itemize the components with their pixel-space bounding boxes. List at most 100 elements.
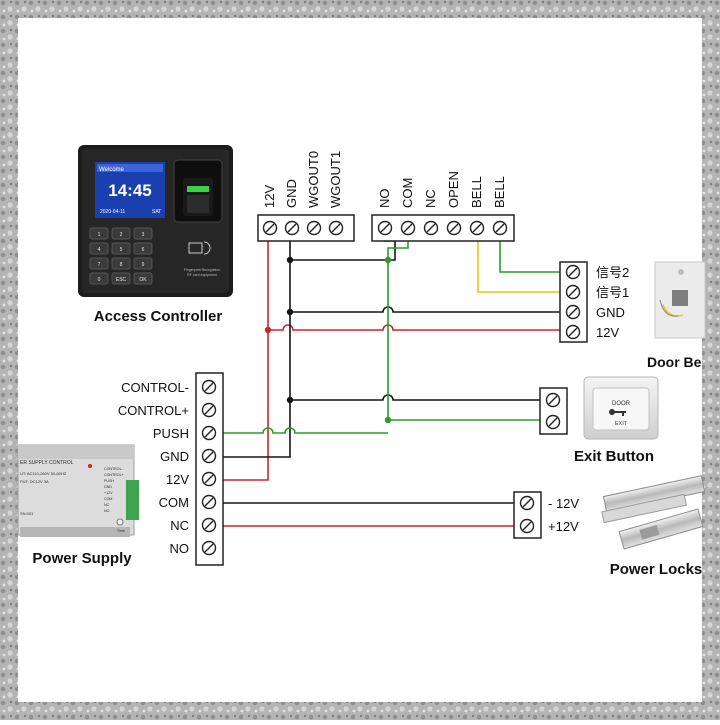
keypad-key-label: 8 <box>120 262 123 268</box>
junction-dot <box>286 396 294 404</box>
keypad-key: ESC <box>111 272 131 285</box>
psu-side-label: NO <box>104 509 110 513</box>
keypad-key: 7 <box>89 257 109 270</box>
wire-green-bell <box>499 228 560 273</box>
reader-text-1: Fingerprint Recognition <box>184 268 220 272</box>
wire-red-12v-controller <box>220 228 269 481</box>
junction-dot <box>286 308 294 316</box>
junction-dot <box>264 326 272 334</box>
psu-side-label: CONTROL+ <box>104 473 124 477</box>
doorbell-label: Door Be <box>647 354 702 370</box>
keypad-key: 6 <box>133 242 153 255</box>
power-supply-device: ER SUPPLY CONTROL UT: AC110-260V 50-60HZ… <box>17 444 139 537</box>
terminal-label: GND <box>284 179 299 208</box>
terminal-screw-icon <box>565 284 581 300</box>
terminal-label: NO <box>170 541 190 556</box>
terminal-screw-icon <box>519 518 535 534</box>
terminal-label: COM <box>400 178 415 208</box>
terminal-label: COM <box>159 495 189 510</box>
psu-green-terminal <box>126 480 139 520</box>
keypad-key-label: 1 <box>98 232 101 238</box>
terminal-label: NC <box>423 189 438 208</box>
terminal-label: NO <box>377 189 392 209</box>
psu-side-label: PUSH <box>104 479 114 483</box>
electric-strike-lock-device <box>618 508 704 550</box>
terminal-screw-icon <box>306 220 322 236</box>
psu-time-label: Time <box>117 529 125 533</box>
exit-button-door-text: DOOR <box>612 401 631 407</box>
keypad-key: 4 <box>89 242 109 255</box>
psu-led-icon <box>88 464 92 468</box>
terminal-screw-icon <box>377 220 393 236</box>
keypad-key: 0 <box>89 272 109 285</box>
terminal-screw-icon <box>565 264 581 280</box>
junction-dot <box>384 416 392 424</box>
keypad-key-label: 4 <box>98 247 101 253</box>
keypad-key-label: 3 <box>142 232 145 238</box>
keypad-key: 3 <box>133 227 153 240</box>
psu-model: SN:001 <box>20 511 34 516</box>
psu-dial-icon <box>116 518 124 526</box>
terminal-label: OPEN <box>446 171 461 208</box>
terminal-screw-icon <box>545 414 561 430</box>
terminal-screw-icon <box>284 220 300 236</box>
terminal-screw-icon <box>565 324 581 340</box>
terminal-screw-icon <box>201 471 217 487</box>
terminal-label: NC <box>170 518 189 533</box>
terminal-screw-icon <box>201 379 217 395</box>
keypad-key: 2 <box>111 227 131 240</box>
power-supply-label: Power Supply <box>32 550 132 567</box>
access-controller-label: Access Controller <box>94 308 223 325</box>
psu-side-label: COM <box>104 497 112 501</box>
wire-red-doorbell-12v <box>268 324 560 331</box>
rf-card-icon <box>188 241 211 255</box>
keypad-key-label: 6 <box>142 247 145 253</box>
terminal-screw-icon <box>262 220 278 236</box>
terminal-screw-icon <box>201 402 217 418</box>
reader-text-2: RF card equipment <box>187 273 217 277</box>
terminal-screw-icon <box>469 220 485 236</box>
terminal-screw-icon <box>545 392 561 408</box>
terminal-label: +12V <box>548 519 579 534</box>
terminal-label: WGOUT0 <box>306 151 321 208</box>
keypad-key-label: 9 <box>142 262 145 268</box>
doorbell-device <box>654 261 706 339</box>
wire-yellow-bell <box>477 228 560 293</box>
lock-terminal-block: - 12V +12V <box>513 491 579 539</box>
screen-welcome: Welcome <box>99 167 125 173</box>
controller-keypad: 1 2 3 4 5 6 7 8 9 0 ESC OK <box>89 227 153 285</box>
wires <box>220 228 560 527</box>
terminal-screw-icon <box>328 220 344 236</box>
diagram-background <box>18 18 702 702</box>
keypad-key-label: ESC <box>116 277 127 283</box>
magnetic-lock-device <box>601 475 706 524</box>
keypad-key: OK <box>133 272 153 285</box>
terminal-label: - 12V <box>548 496 579 511</box>
terminal-screw-icon <box>423 220 439 236</box>
terminal-label: CONTROL- <box>121 380 189 395</box>
terminal-label: PUSH <box>153 426 189 441</box>
screen-time: 14:45 <box>108 181 151 200</box>
terminal-screw-icon <box>201 540 217 556</box>
terminal-label: 信号2 <box>596 265 629 280</box>
terminal-label: 12V <box>166 472 189 487</box>
terminal-label: 12V <box>596 325 619 340</box>
keypad-key: 9 <box>133 257 153 270</box>
keypad-key: 5 <box>111 242 131 255</box>
keypad-key-label: 5 <box>120 247 123 253</box>
terminal-label: GND <box>596 305 625 320</box>
terminal-screw-icon <box>201 517 217 533</box>
terminal-screw-icon <box>519 495 535 511</box>
screen-day: SAT <box>152 209 161 215</box>
psu-side-label: NC <box>104 503 110 507</box>
terminal-screw-icon <box>201 494 217 510</box>
terminal-label: BELL <box>492 176 507 208</box>
junction-dot <box>384 256 392 264</box>
